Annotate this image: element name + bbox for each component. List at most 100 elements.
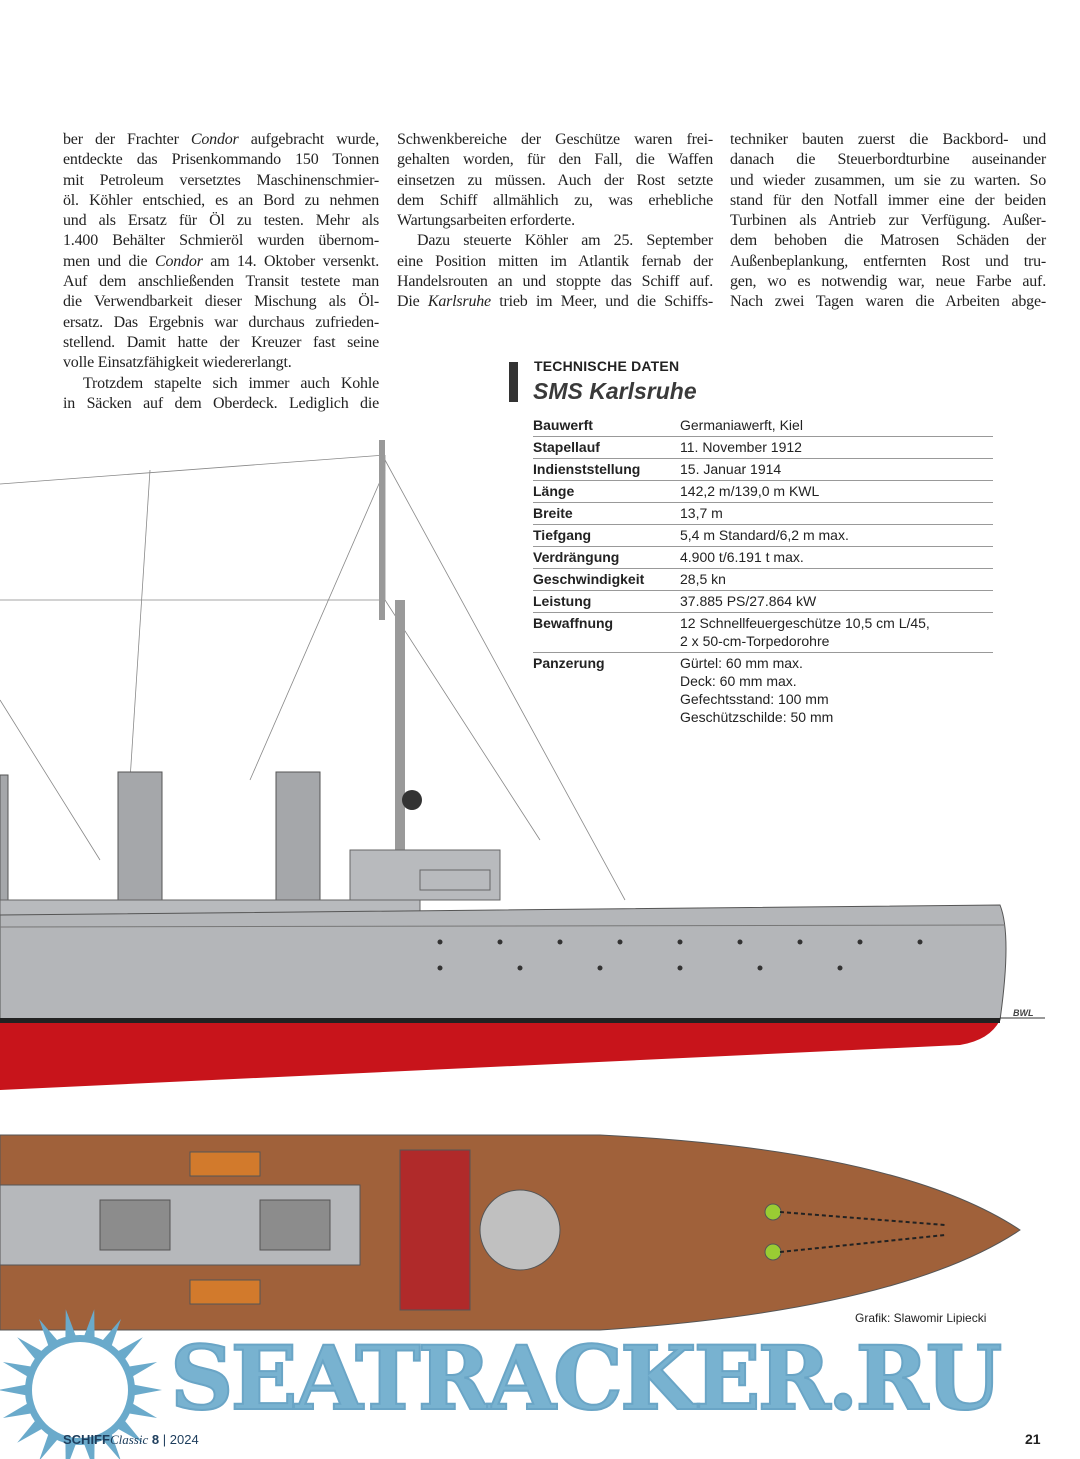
text-run: Schwenkbereiche der Geschütze waren frei… xyxy=(397,131,713,148)
text-line: einsetzen zu müssen. Auch der Rost setzt… xyxy=(397,171,713,191)
ship-drawing xyxy=(0,440,1045,1331)
watermark-text: SEATRACKER.RU xyxy=(169,1326,1003,1430)
text-run: einsetzen zu müssen. Auch der Rost setzt… xyxy=(397,171,713,189)
text-line: Trotzdem stapelte sich immer auch Kohle xyxy=(63,374,379,394)
article-column-1: ber der Frachter Condor aufgebracht wurd… xyxy=(63,130,379,414)
text-line: Schwenkbereiche der Geschütze waren frei… xyxy=(397,130,713,150)
image-credit: Grafik: Slawomir Lipiecki xyxy=(855,1311,987,1325)
text-run: Die xyxy=(397,293,428,311)
spec-label: Indienststellung xyxy=(533,458,680,481)
spec-value: 11. November 1912 xyxy=(680,436,993,459)
text-run: Handelsrouten an und stoppte das Schiff … xyxy=(397,273,713,291)
text-run: mit Petroleum versetztes Maschinenschmie… xyxy=(63,171,379,189)
text-run: die Verwendbarkeit dieser Mischung als Ö… xyxy=(63,293,379,311)
ship-name-italic: Condor xyxy=(155,252,203,270)
spec-value: 13,7 m xyxy=(680,502,993,525)
hull-underwater xyxy=(0,1020,1000,1090)
text-line: ersatz. Das Ergebnis war durchaus zufrie… xyxy=(63,313,379,333)
text-run: ersatz. Das Ergebnis war durchaus zufrie… xyxy=(63,313,379,331)
sun-ray xyxy=(65,1309,78,1343)
text-run: und als Ersatz für Öl zu testen. Mehr al… xyxy=(63,212,379,230)
text-line: Auf dem anschließenden Transit testete m… xyxy=(63,272,379,292)
text-line: mit Petroleum versetztes Maschinenschmie… xyxy=(63,171,379,191)
text-line: dem Schiff allmählich zu, was erhebliche xyxy=(397,191,713,211)
text-run: öl. Köhler entschied, es an Bord zu nehm… xyxy=(63,191,379,209)
article-column-3: techniker bauten zuerst die Backbord- un… xyxy=(730,130,1046,313)
spec-label: Breite xyxy=(533,502,680,525)
footer-brand: SCHIFFClassic 8 | 2024 xyxy=(63,1432,199,1448)
spec-label: Leistung xyxy=(533,590,680,613)
page-number: 21 xyxy=(1025,1431,1041,1447)
box-title: SMS Karlsruhe xyxy=(533,378,697,404)
text-line: Dazu steuerte Köhler am 25. September xyxy=(397,231,713,251)
footer-separator: | xyxy=(162,1432,167,1447)
portholes xyxy=(437,939,923,971)
spec-value: 5,4 m Standard/6,2 m max. xyxy=(680,524,993,547)
spec-value: Germaniawerft, Kiel xyxy=(680,415,993,437)
text-line: Wartungsarbeiten erforderte. xyxy=(397,211,713,231)
spec-label: Bauwerft xyxy=(533,415,680,437)
accent-bar xyxy=(509,362,518,402)
text-run: Trotzdem stapelte sich immer auch Kohle xyxy=(83,374,379,392)
text-line: Nach zwei Tagen waren die Arbeiten abge- xyxy=(730,292,1046,312)
article-column-2: Schwenkbereiche der Geschütze waren frei… xyxy=(397,130,713,313)
spec-label: Stapellauf xyxy=(533,436,680,459)
text-run: Nach zwei Tagen waren die Arbeiten abge- xyxy=(730,293,1046,311)
text-run: Auf dem anschließenden Transit testete m… xyxy=(63,273,379,291)
waterline-label: BWL xyxy=(1013,1008,1034,1018)
text-run: Außenbeplankung, entfernten Rost und tru… xyxy=(730,252,1046,270)
box-kicker: TECHNISCHE DATEN xyxy=(534,358,680,374)
spec-value: 12 Schnellfeuergeschütze 10,5 cm L/45, 2… xyxy=(680,612,993,653)
text-run: aufgebracht wurde, xyxy=(238,131,380,148)
text-run: trieb im Meer, und die Schiffs- xyxy=(490,293,713,311)
spec-label: Länge xyxy=(533,480,680,503)
text-line: und wieder zusammen, um sie zu warten. S… xyxy=(730,171,1046,191)
text-run: gehalten worden, für den Fall, die Waffe… xyxy=(397,151,713,169)
text-run: dem behoben die Matrosen Schäden der xyxy=(730,232,1046,250)
hull-upper xyxy=(0,904,1007,1021)
spec-value: 4.900 t/6.191 t max. xyxy=(680,546,993,569)
text-run: stand für den Notfall immer eine der bei… xyxy=(730,191,1046,209)
text-line: eine Position mitten im Atlantik fernab … xyxy=(397,252,713,272)
text-run: danach die Steuerbordturbine auseinander xyxy=(730,151,1046,169)
spec-label: Geschwindigkeit xyxy=(533,568,680,591)
text-run: in Säcken auf dem Oberdeck. Lediglich di… xyxy=(63,394,379,412)
text-run: techniker bauten zuerst die Backbord- un… xyxy=(730,131,1046,148)
text-run: entdeckte das Prisenkommando 150 Tonnen xyxy=(63,151,379,169)
text-run: stellend. Damit hatte der Kreuzer fast s… xyxy=(63,333,379,351)
text-run: eine Position mitten im Atlantik fernab … xyxy=(397,252,713,270)
text-line: men und die Condor am 14. Oktober versen… xyxy=(63,252,379,272)
text-line: danach die Steuerbordturbine auseinander xyxy=(730,150,1046,170)
issue-number: 8 xyxy=(151,1432,160,1447)
text-line: stand für den Notfall immer eine der bei… xyxy=(730,191,1046,211)
spec-label: Tiefgang xyxy=(533,524,680,547)
deck-structures xyxy=(0,1149,782,1311)
issue-year: 2024 xyxy=(169,1432,199,1447)
text-line: Handelsrouten an und stoppte das Schiff … xyxy=(397,272,713,292)
mast xyxy=(379,440,422,870)
spec-value: 142,2 m/139,0 m KWL xyxy=(680,480,993,503)
text-line: stellend. Damit hatte der Kreuzer fast s… xyxy=(63,333,379,353)
text-line: die Verwendbarkeit dieser Mischung als Ö… xyxy=(63,292,379,312)
text-line: und als Ersatz für Öl zu testen. Mehr al… xyxy=(63,211,379,231)
brand-bold: SCHIFF xyxy=(63,1432,110,1447)
text-run: Wartungsarbeiten erforderte. xyxy=(397,212,575,230)
funnels xyxy=(0,771,321,903)
text-run: Turbinen als Antrieb zur Verfügung. Auße… xyxy=(730,212,1046,230)
sun-ray xyxy=(0,1383,31,1397)
text-run: 1.400 Behälter Schmieröl wurden übernom- xyxy=(63,232,379,250)
text-line: Außenbeplankung, entfernten Rost und tru… xyxy=(730,252,1046,272)
sun-ray xyxy=(129,1383,162,1397)
spec-label: Bewaffnung xyxy=(533,612,680,653)
